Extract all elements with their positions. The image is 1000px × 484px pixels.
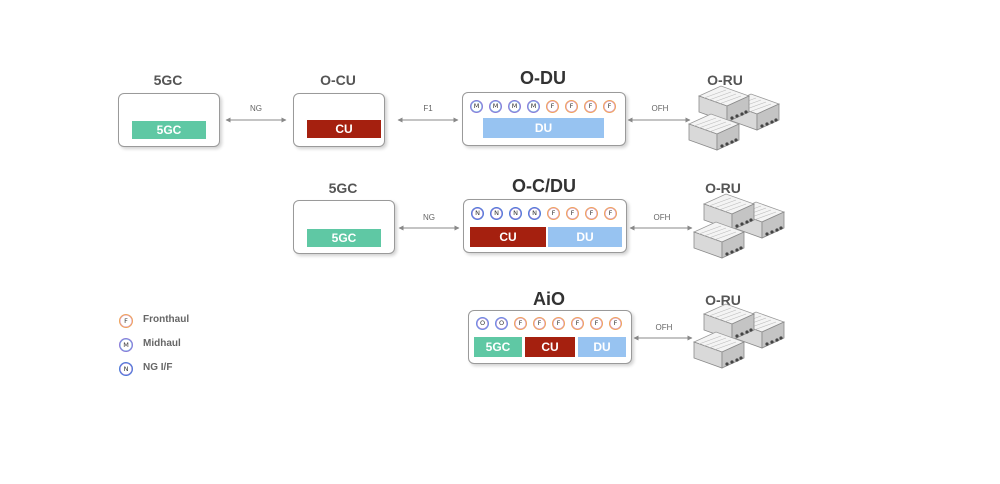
row2-du-block: DU [548,227,622,247]
legend-midhaul-icon: M [119,338,133,352]
row3-aio-port[interactable]: F [533,317,546,330]
row3-aio-port[interactable]: F [514,317,527,330]
row3-du-block: DU [578,337,626,357]
row3-ru-image [693,303,785,369]
row1-du-block: DU [483,118,604,138]
row2-cdu-port[interactable]: F [604,207,617,220]
row1-du-port[interactable]: F [546,100,559,113]
row1-du-port[interactable]: M [470,100,483,113]
row3-ru-title: O-RU [705,292,741,308]
row2-cdu-port[interactable]: N [509,207,522,220]
row2-ng-label: NG [423,213,435,222]
row3-aio-port[interactable]: O [495,317,508,330]
row2-cdu-port[interactable]: N [471,207,484,220]
row2-cdu-port[interactable]: N [528,207,541,220]
row1-du-port[interactable]: F [603,100,616,113]
row1-ng-label: NG [250,104,262,113]
row2-cdu-title: O-C/DU [512,176,576,196]
legend-fronthaul-label: Fronthaul [143,314,190,325]
row2-cdu-box[interactable]: N N N N F F F F CU DU [463,199,627,253]
row2-ofh-link [629,225,693,231]
row3-aio-title: AiO [532,289,565,309]
row2-ru-title: O-RU [705,180,741,196]
row1-core-block: 5GC [132,121,206,139]
row2-ofh-label: OFH [653,213,671,222]
row3-aio-port[interactable]: F [571,317,584,330]
legend-ng-icon: N [119,362,133,376]
row3-core-block: 5GC [474,337,522,357]
row3-ofh-label: OFH [655,323,673,332]
row3-aio-port[interactable]: F [552,317,565,330]
row1-cu-block: CU [307,120,381,138]
row3-aio-port[interactable]: F [590,317,603,330]
row1-ru-title: O-RU [707,72,743,88]
row1-du-box[interactable]: M M M M F F F F DU [462,92,626,146]
row1-du-port[interactable]: M [527,100,540,113]
row2-cu-block: CU [470,227,546,247]
legend-fronthaul-icon: F [119,314,133,328]
row3-ofh-link [633,335,693,341]
row1-du-port[interactable]: M [508,100,521,113]
legend-midhaul-label: Midhaul [143,338,181,349]
row3-aio-port[interactable]: F [609,317,622,330]
row1-du-port[interactable]: M [489,100,502,113]
row1-f1-label: F1 [423,104,433,113]
row2-cdu-port[interactable]: F [585,207,598,220]
row3-aio-box[interactable]: O O F F F F F F 5GC CU DU [468,310,632,364]
row1-du-port[interactable]: F [565,100,578,113]
row2-core-box[interactable]: 5GC [293,200,395,254]
row1-cu-box[interactable]: CU [293,93,385,147]
row1-ofh-link [627,117,691,123]
row1-du-port[interactable]: F [584,100,597,113]
row2-ng-link [398,225,460,231]
row1-core-title: 5GC [153,72,183,88]
row1-ng-link [225,117,287,123]
row3-aio-port[interactable]: O [476,317,489,330]
row3-cu-block: CU [525,337,575,357]
row1-f1-link [397,117,459,123]
row2-cdu-port[interactable]: F [566,207,579,220]
row1-du-title: O-DU [520,68,566,88]
legend-ng-label: NG I/F [143,362,173,373]
row2-cdu-port[interactable]: F [547,207,560,220]
row1-ofh-label: OFH [651,104,669,113]
row1-cu-title: O-CU [320,72,356,88]
row1-core-box[interactable]: 5GC [118,93,220,147]
row2-cdu-port[interactable]: N [490,207,503,220]
row2-ru-image [693,193,785,259]
row2-core-title: 5GC [328,180,358,196]
row2-core-block: 5GC [307,229,381,247]
row1-ru-image [688,85,780,151]
